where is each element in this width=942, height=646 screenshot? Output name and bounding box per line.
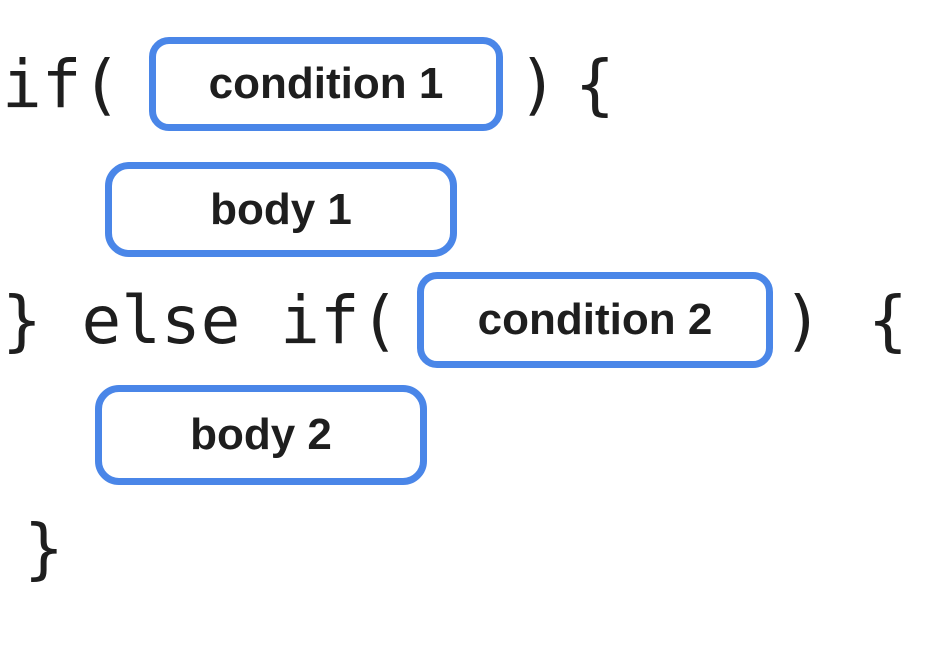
condition-2-slot[interactable]: condition 2 (417, 272, 773, 368)
body-1-slot[interactable]: body 1 (105, 162, 457, 257)
body-2-label: body 2 (190, 410, 332, 459)
code-if-keyword: if( (2, 45, 122, 123)
body-2-slot[interactable]: body 2 (95, 385, 427, 485)
code-else-if-keyword: } else if( (2, 281, 400, 359)
code-open-brace-2: { (868, 281, 908, 359)
condition-1-slot[interactable]: condition 1 (149, 37, 503, 131)
code-close-paren-1: ) (518, 45, 558, 123)
code-close-brace: } (24, 509, 64, 587)
condition-1-label: condition 1 (208, 59, 444, 108)
code-open-brace-1: { (575, 45, 615, 123)
body-1-label: body 1 (210, 184, 352, 234)
condition-2-label: condition 2 (477, 295, 713, 344)
code-close-paren-2: ) (783, 281, 823, 359)
